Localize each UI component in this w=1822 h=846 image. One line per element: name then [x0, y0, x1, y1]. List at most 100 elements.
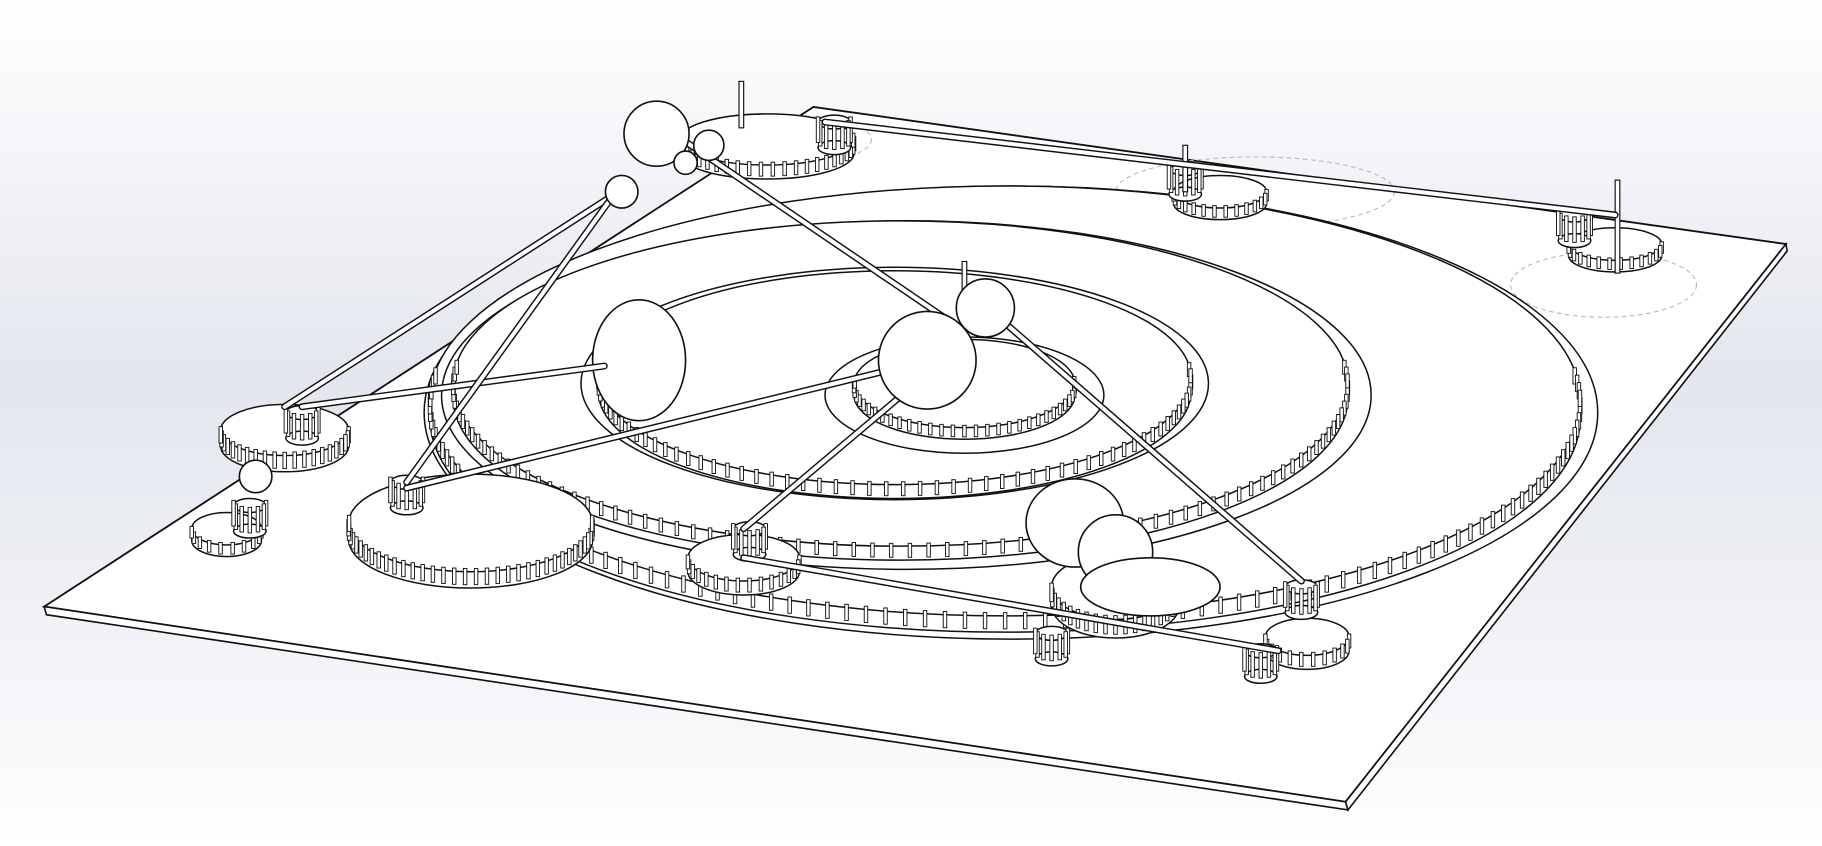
gear-tooth: [1332, 647, 1337, 663]
gear-tooth: [441, 566, 446, 584]
gear-tooth: [1099, 451, 1104, 466]
gear-tooth: [747, 577, 752, 593]
gear-tooth: [897, 416, 902, 429]
gear-tooth: [1165, 416, 1170, 431]
gear-tooth: [1057, 633, 1062, 661]
gear-tooth: [939, 423, 944, 437]
gear-tooth: [1258, 652, 1263, 679]
gear-tooth: [1468, 523, 1473, 541]
gear-tooth: [1197, 166, 1202, 193]
gear-tooth: [1201, 204, 1206, 217]
planet-spheres: [238, 100, 1221, 617]
gear-tooth: [982, 612, 988, 630]
gear-tooth: [1639, 254, 1644, 268]
gear-tooth: [1654, 248, 1659, 262]
gear-tooth: [934, 480, 940, 496]
gear-tooth: [846, 119, 851, 147]
gear-tooth: [1580, 215, 1585, 242]
gear-tooth: [1561, 449, 1566, 467]
pinion-gear: [1282, 579, 1320, 621]
gear-tooth: [1479, 517, 1485, 535]
gear-tooth: [984, 476, 989, 491]
gear-tooth: [283, 406, 289, 434]
gear-tooth: [967, 477, 973, 493]
gear-tooth: [962, 611, 968, 629]
planet-sphere: [692, 129, 725, 162]
gear-tooth: [962, 424, 967, 438]
gear-tooth: [1036, 413, 1041, 427]
gear-tooth: [1443, 535, 1448, 553]
gear-tooth: [782, 161, 787, 177]
gear-tooth: [1000, 474, 1005, 489]
gear-tooth: [358, 540, 363, 558]
gear-tooth: [870, 542, 875, 558]
planet-sphere: [673, 150, 699, 176]
gear-tooth: [1456, 529, 1461, 547]
gear-tooth: [648, 566, 654, 584]
gear-tooth: [1242, 645, 1247, 672]
gear-tooth: [1402, 551, 1407, 570]
gear-tooth: [787, 596, 792, 614]
pinion-gear: [388, 474, 426, 516]
gear-tooth: [1340, 643, 1345, 659]
gear-tooth: [768, 593, 774, 611]
gear-tooth: [928, 422, 933, 436]
gear-tooth: [1171, 410, 1177, 426]
gear-tooth: [376, 551, 381, 569]
gear-tooth: [334, 441, 339, 459]
gear-tooth: [832, 123, 837, 150]
gear-tooth: [1017, 418, 1022, 432]
gear-tooth: [1387, 556, 1393, 575]
gear-tooth: [440, 441, 445, 460]
gear-tooth: [535, 559, 541, 578]
gear-tooth: [758, 161, 764, 177]
gear-tooth: [544, 557, 549, 575]
pinion-gear: [1033, 625, 1071, 667]
gear-tooth: [1218, 596, 1223, 614]
gear-tooth: [698, 455, 703, 471]
gear-tooth: [1252, 199, 1258, 213]
gear-tooth: [1307, 446, 1312, 462]
gear-tooth: [1324, 575, 1329, 593]
planet-sphere: [955, 278, 1016, 338]
pinion-gear: [283, 404, 321, 446]
gear-tooth: [942, 610, 948, 629]
gear-tooth: [1018, 536, 1024, 552]
gear-tooth: [1501, 504, 1506, 522]
gear-tooth: [725, 462, 730, 478]
gear-tooth: [560, 551, 565, 569]
gear-tooth: [1049, 634, 1054, 662]
gear-tooth: [1051, 406, 1056, 420]
gear-tooth: [1339, 407, 1344, 423]
gear-tooth: [1357, 566, 1362, 584]
gear-tooth: [526, 562, 531, 580]
gear-tooth: [1174, 168, 1180, 196]
gear-tooth: [1093, 613, 1098, 634]
gear-tooth: [1224, 491, 1229, 507]
gear-tooth: [973, 424, 979, 438]
arm-rod-fill: [404, 189, 618, 485]
gear-tooth: [985, 423, 990, 437]
gear-tooth: [823, 122, 829, 149]
arm-rod-fill: [404, 358, 932, 491]
gear-tooth: [462, 567, 468, 586]
gear-tooth: [241, 540, 247, 553]
gear-tooth: [460, 414, 466, 429]
planet-sphere: [877, 310, 977, 410]
gear-tooth: [392, 557, 397, 575]
planet-sphere: [238, 459, 273, 494]
gear-tooth: [1002, 612, 1008, 630]
gear-tooth: [516, 564, 521, 582]
gear-tooth: [484, 567, 490, 585]
arm-rod-fill: [985, 305, 1304, 584]
gear-tooth: [299, 413, 305, 441]
gear-4: [1263, 617, 1352, 671]
arm-rod-fill: [282, 183, 630, 409]
gear-tooth: [282, 451, 287, 470]
gear-tooth: [724, 576, 729, 592]
gear-tooth: [711, 459, 717, 474]
gear-tooth: [482, 440, 487, 455]
gear-tooth: [844, 603, 849, 622]
